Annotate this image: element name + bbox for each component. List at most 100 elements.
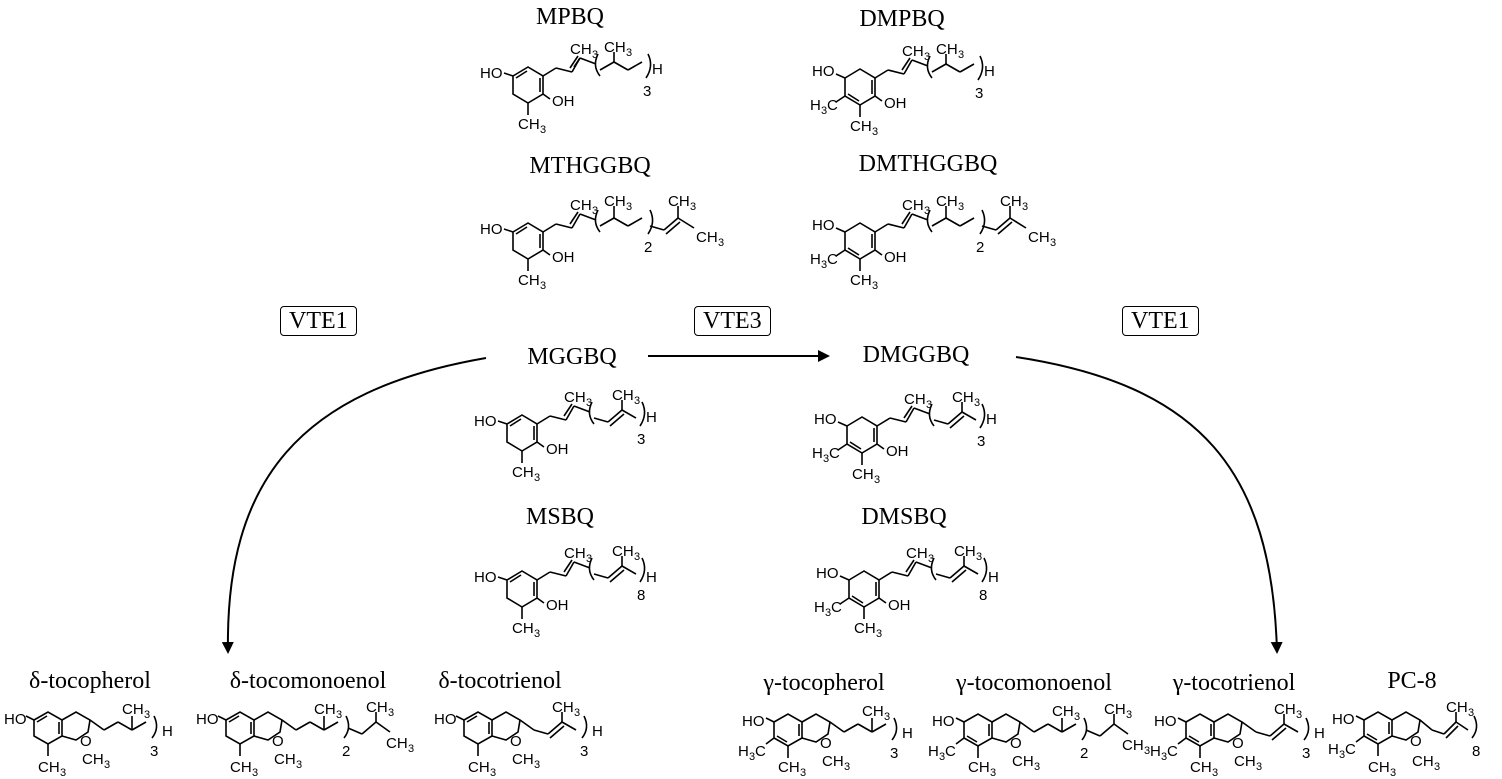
svg-text:CH: CH [936,193,958,210]
svg-text:3: 3 [586,553,592,565]
svg-text:CH: CH [1028,229,1050,246]
svg-text:3: 3 [534,472,540,484]
svg-text:3: 3 [823,453,829,465]
svg-text:HO: HO [4,711,27,728]
compound-label-dmsbq: DMSBQ [861,504,947,530]
svg-text:3: 3 [104,759,110,771]
svg-text:CH: CH [612,543,634,560]
svg-text:3: 3 [876,628,882,640]
svg-text:CH: CH [604,193,626,210]
svg-text:CH: CH [1190,759,1212,776]
svg-text:3: 3 [1256,761,1262,773]
arrow-vte1-right [1015,356,1283,654]
svg-text:3: 3 [958,201,964,213]
svg-text:CH: CH [38,759,60,776]
svg-text:3: 3 [540,124,546,136]
enzyme-vte3: VTE3 [694,306,771,336]
svg-text:OH: OH [552,249,575,266]
svg-text:CH: CH [1122,737,1144,754]
svg-text:8: 8 [637,587,645,604]
svg-text:3: 3 [586,397,592,409]
svg-text:CH: CH [1274,701,1296,718]
svg-text:CH: CH [82,751,104,768]
svg-text:CH: CH [1368,759,1390,776]
svg-text:H: H [1150,743,1161,760]
svg-text:3: 3 [1339,749,1345,761]
svg-text:HO: HO [474,413,497,430]
svg-text:H: H [810,97,821,114]
svg-text:HO: HO [196,711,219,728]
svg-text:CH: CH [274,751,296,768]
svg-text:CH: CH [696,229,718,246]
svg-text:CH: CH [968,759,990,776]
svg-text:2: 2 [644,239,652,256]
svg-text:3: 3 [637,431,645,448]
svg-text:HO: HO [812,217,835,234]
svg-text:CH: CH [954,543,976,560]
svg-text:3: 3 [1161,751,1167,763]
svg-text:H: H [988,569,999,586]
svg-text:OH: OH [546,441,569,458]
svg-text:CH: CH [952,389,974,406]
svg-text:CH: CH [852,466,874,483]
svg-text:3: 3 [1126,709,1132,721]
svg-text:HO: HO [480,221,503,238]
svg-text:OH: OH [546,597,569,614]
svg-text:CH: CH [778,759,800,776]
svg-text:3: 3 [1022,201,1028,213]
compound-label-g-tocotrienol: γ-tocotrienol [1172,670,1296,696]
svg-text:3: 3 [690,201,696,213]
svg-text:3: 3 [821,259,827,271]
svg-text:CH: CH [1000,193,1022,210]
svg-text:3: 3 [939,751,945,763]
svg-text:CH: CH [314,701,336,718]
svg-text:CH: CH [230,759,252,776]
svg-text:2: 2 [342,743,350,760]
svg-text:CH: CH [122,701,144,718]
enzyme-vte1-right: VTE1 [1122,306,1199,336]
svg-text:3: 3 [144,709,150,721]
svg-text:H: H [986,411,997,428]
svg-text:CH: CH [1012,753,1034,770]
svg-text:3: 3 [388,707,394,719]
svg-text:CH: CH [854,620,876,637]
svg-text:CH: CH [902,197,924,214]
svg-text:O: O [820,735,832,752]
svg-text:3: 3 [749,751,755,763]
svg-text:CH: CH [564,545,586,562]
svg-text:HO: HO [816,565,839,582]
svg-text:CH: CH [902,43,924,60]
svg-text:CH: CH [570,41,592,58]
svg-text:3: 3 [872,126,878,138]
compound-label-dmthggbq: DMTHGGBQ [858,151,998,177]
svg-text:C: C [829,445,840,462]
compound-label-dmggbq: DMGGBQ [862,342,970,368]
svg-text:C: C [755,743,766,760]
svg-text:3: 3 [534,628,540,640]
svg-text:HO: HO [814,411,837,428]
svg-text:O: O [1410,733,1422,750]
svg-text:3: 3 [844,761,850,773]
svg-text:O: O [1232,735,1244,752]
svg-text:3: 3 [825,607,831,619]
svg-text:O: O [272,733,284,750]
svg-text:H: H [652,61,663,78]
svg-text:3: 3 [1468,707,1474,719]
svg-text:3: 3 [252,767,258,779]
svg-text:3: 3 [1296,709,1302,721]
svg-text:CH: CH [936,41,958,58]
compound-label-d-tocomonoenol: δ-tocomonoenol [229,668,387,694]
svg-text:3: 3 [977,433,985,450]
svg-text:HO: HO [932,713,955,730]
compound-label-g-tocomonoenol: γ-tocomonoenol [956,670,1112,696]
svg-text:OH: OH [888,597,911,614]
